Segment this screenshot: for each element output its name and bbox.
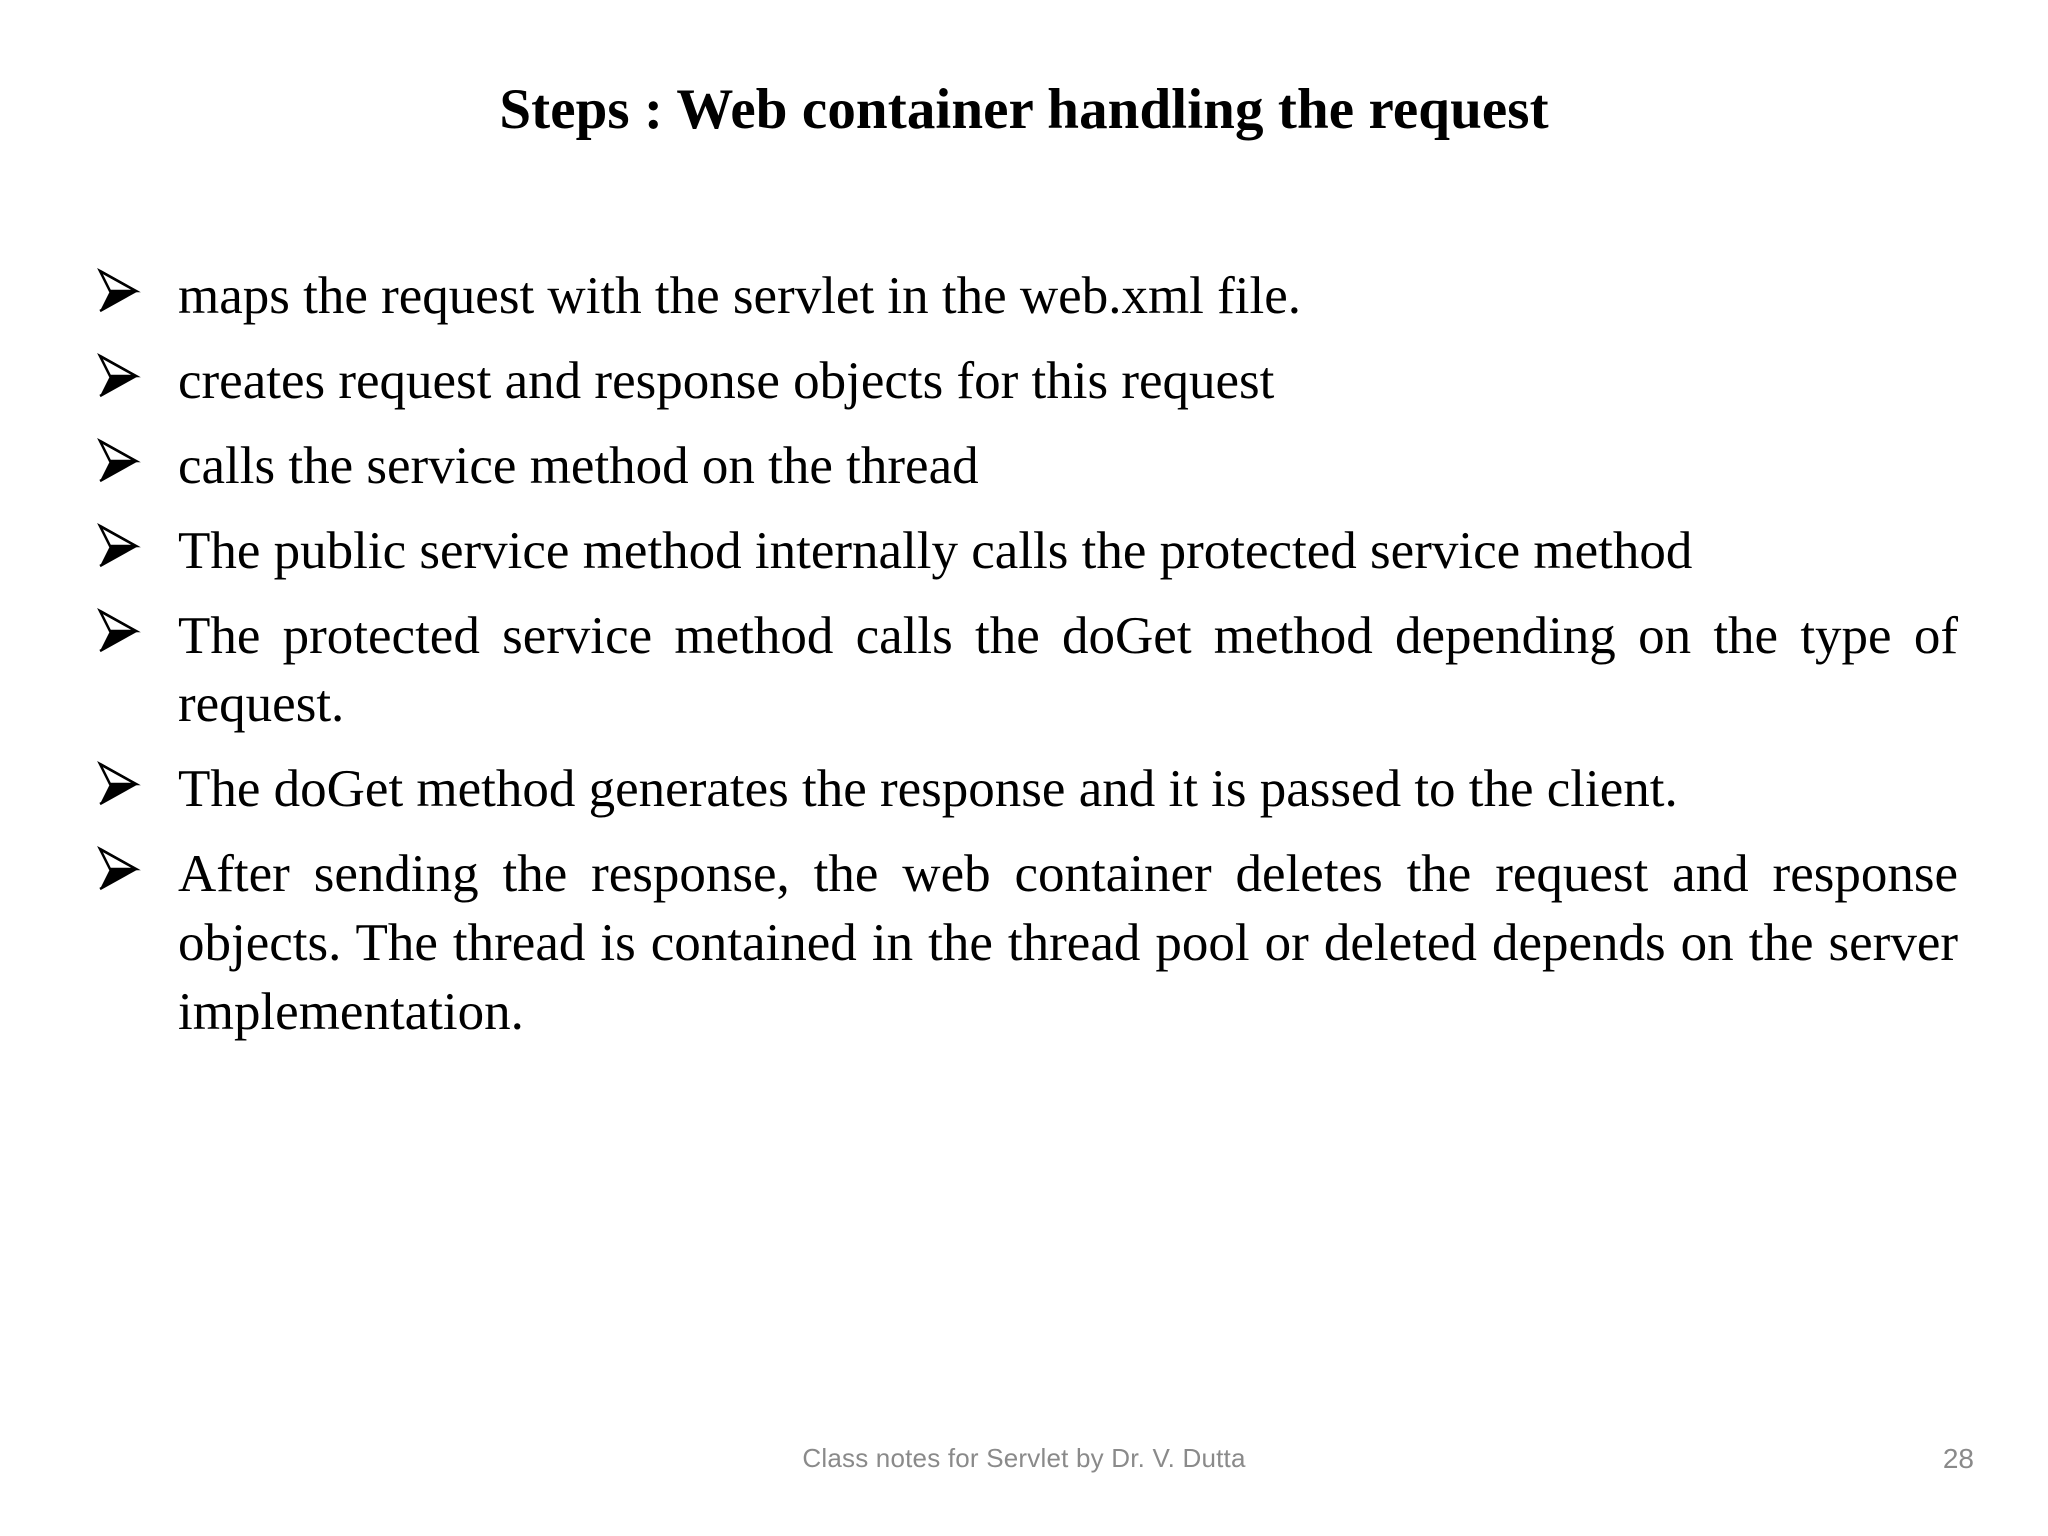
list-item: The protected service method calls the d… (96, 602, 1958, 740)
page-title: Steps : Web container handling the reque… (499, 78, 1549, 141)
arrowhead-bullet-icon (96, 347, 178, 402)
arrowhead-bullet-icon (96, 432, 178, 487)
page-number: 28 (1942, 1443, 1974, 1474)
footer-note: Class notes for Servlet by Dr. V. Dutta (802, 1443, 1246, 1473)
arrowhead-bullet-icon (96, 755, 178, 810)
list-item: calls the service method on the thread (96, 432, 1958, 501)
arrowhead-bullet-icon (96, 602, 178, 657)
list-item: After sending the response, the web cont… (96, 840, 1958, 1047)
arrowhead-bullet-icon (96, 262, 178, 317)
list-item-text: After sending the response, the web cont… (178, 845, 1958, 1042)
list-item: maps the request with the servlet in the… (96, 262, 1958, 331)
arrowhead-bullet-icon (96, 517, 178, 572)
list-item-text: The public service method internally cal… (178, 521, 1693, 580)
list-item-text: creates request and response objects for… (178, 351, 1275, 410)
list-item-text: The protected service method calls the d… (178, 606, 1958, 734)
list-item: creates request and response objects for… (96, 347, 1958, 416)
bullet-list: maps the request with the servlet in the… (96, 262, 1958, 1063)
list-item-text: maps the request with the servlet in the… (178, 267, 1302, 325)
list-item-text: calls the service method on the thread (178, 436, 979, 495)
arrowhead-bullet-icon (96, 840, 178, 895)
list-item: The public service method internally cal… (96, 517, 1958, 586)
list-item: The doGet method generates the response … (96, 755, 1958, 824)
title-block: Steps : Web container handling the reque… (0, 78, 2048, 142)
list-item-text: The doGet method generates the response … (178, 760, 1678, 819)
